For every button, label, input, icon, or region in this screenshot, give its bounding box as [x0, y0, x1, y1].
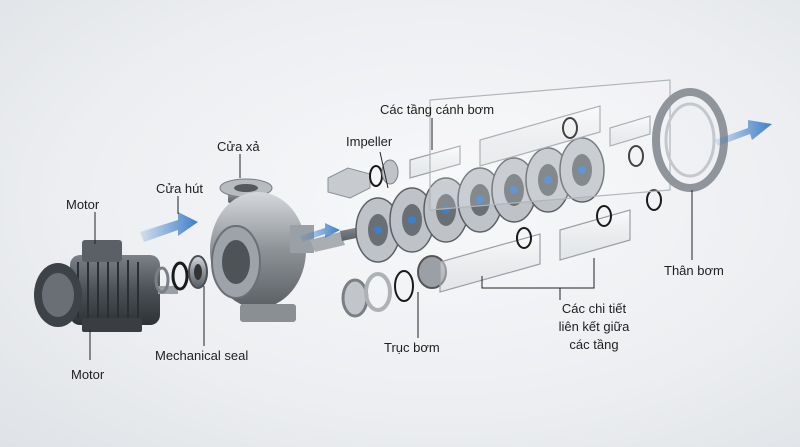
flow-arrows	[140, 120, 772, 242]
label-body: Thân bơm	[664, 263, 724, 278]
label-connectors: Các chi tiết liên kết giữa các tầng	[544, 300, 644, 354]
motor	[34, 240, 178, 332]
mechanical-seal-parts	[154, 255, 208, 294]
stage-housings	[409, 105, 651, 293]
stage-seal-rings	[516, 117, 662, 249]
label-discharge: Cửa xả	[217, 139, 260, 154]
leader-lines	[89, 118, 693, 360]
volute-casing	[210, 178, 314, 322]
label-connectors-line-2: liên kết giữa	[558, 319, 630, 334]
label-mechanical-seal: Mechanical seal	[155, 348, 249, 363]
label-motor-bottom: Motor	[71, 367, 105, 382]
pump-body-shell	[429, 79, 728, 211]
label-connectors-line-3: các tầng	[569, 337, 619, 352]
label-stages: Các tầng cánh bơm	[380, 102, 495, 117]
label-shaft: Trục bơm	[384, 340, 440, 355]
label-impeller: Impeller	[346, 134, 393, 149]
label-motor-top: Motor	[66, 197, 100, 212]
impeller-stack	[355, 137, 605, 263]
label-connectors-line-1: Các chi tiết	[561, 301, 627, 316]
spare-rings	[327, 159, 447, 318]
label-suction: Cửa hút	[156, 181, 204, 196]
